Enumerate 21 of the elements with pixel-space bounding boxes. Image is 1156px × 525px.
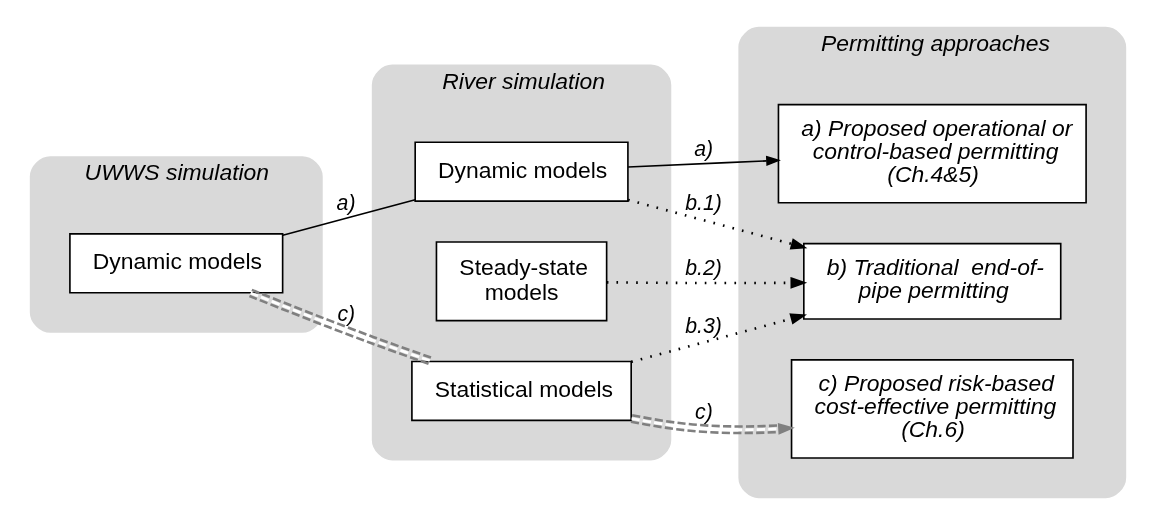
edge-label: a)	[336, 190, 356, 215]
arrow	[630, 313, 807, 364]
arrow	[630, 413, 795, 435]
edge-label: b.3)	[685, 313, 722, 338]
arrow	[627, 198, 808, 250]
edge-label: b.1)	[685, 190, 722, 215]
edge-label: c)	[337, 302, 356, 327]
edge-label: a)	[694, 136, 714, 161]
node-box: c) Proposed risk-based cost-effective permitting (Ch.6)	[790, 359, 1074, 459]
connector	[282, 198, 416, 237]
node-box: Statistical models	[411, 360, 632, 422]
edge-label: b.2)	[685, 256, 722, 281]
node-box: Dynamic models	[69, 233, 284, 294]
connector	[248, 288, 434, 366]
edge-label: c)	[695, 400, 713, 425]
node-box: Steady-state models	[435, 241, 608, 322]
node-box: a) Proposed operational or control-based permitting (Ch.4&5)	[777, 103, 1087, 204]
node-box: b) Traditional end-of-pipe permitting	[803, 242, 1062, 320]
node-box: Dynamic models	[414, 141, 629, 202]
arrow	[627, 155, 781, 168]
arrow	[606, 276, 808, 289]
